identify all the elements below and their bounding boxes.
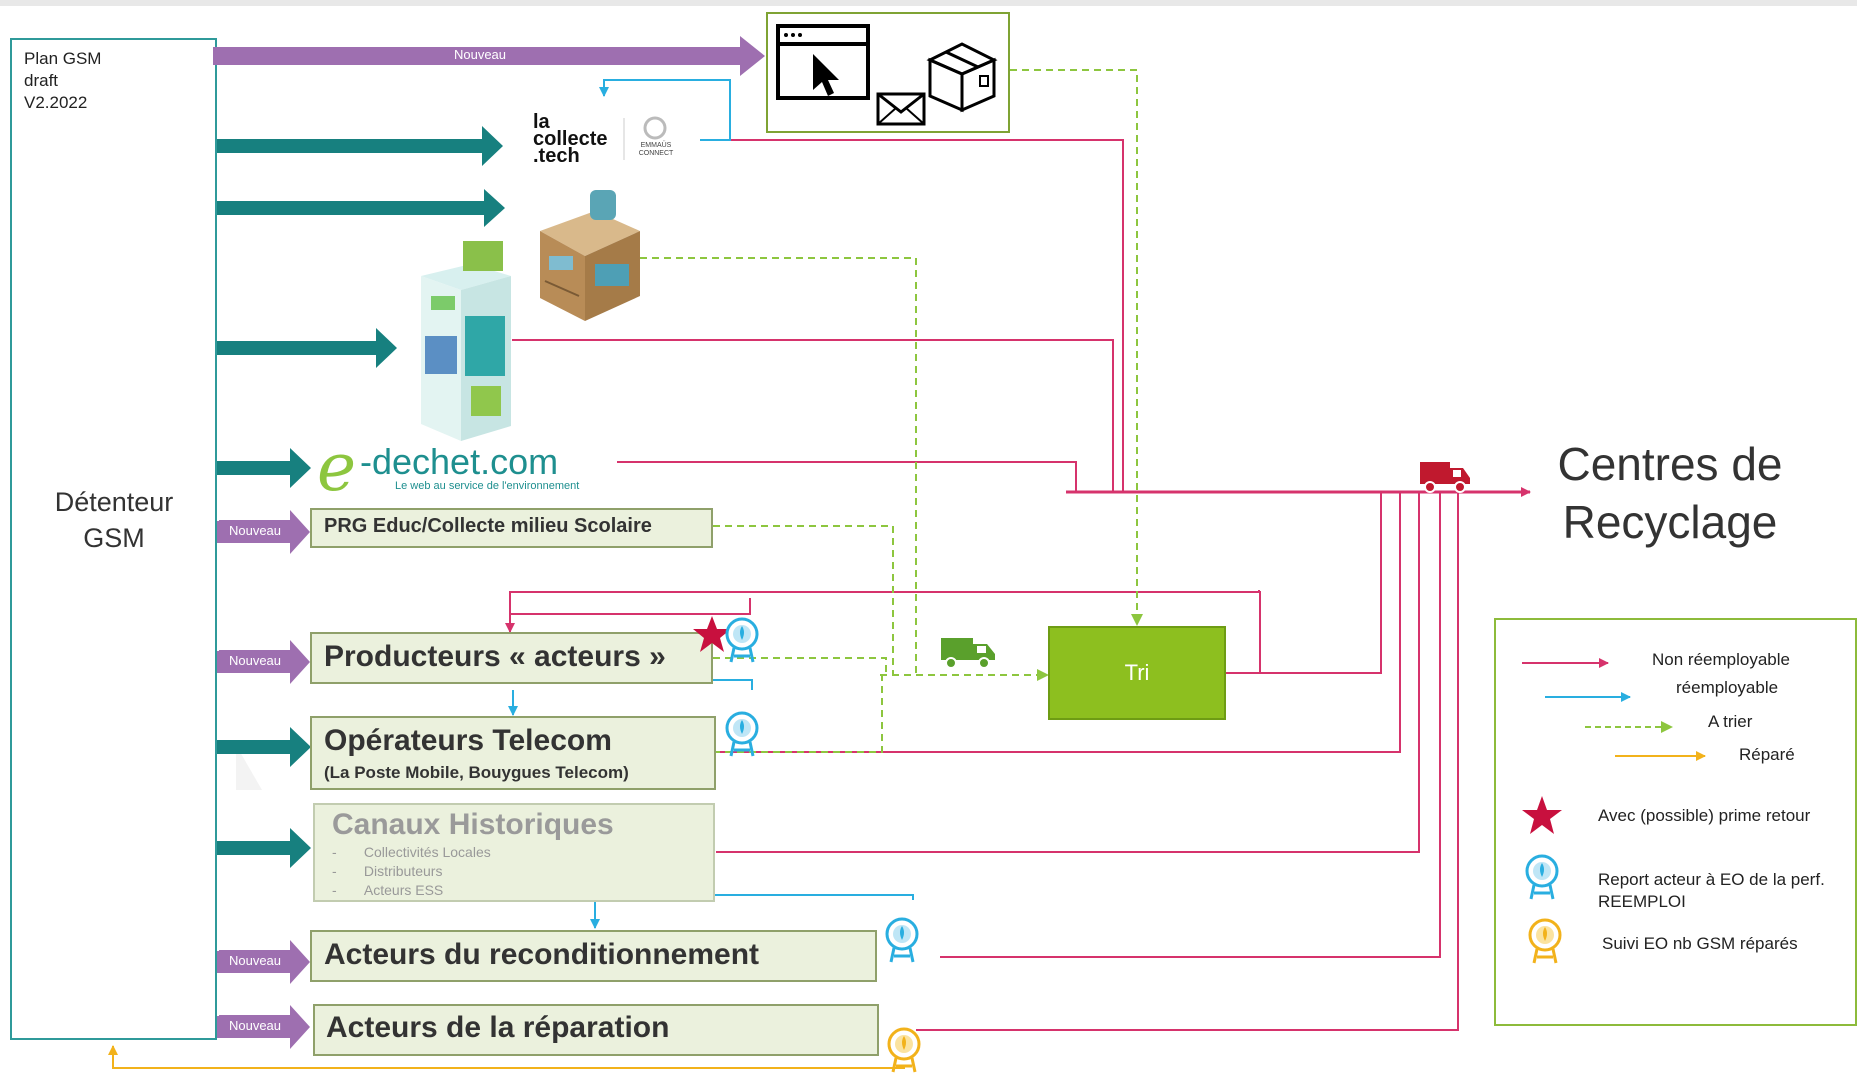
legend-non-reemployable: Non réemployable [1652,650,1790,669]
collecte-logo-l1: la [533,111,550,133]
eo-medal-icon [1528,918,1562,964]
collection-box-icon [540,190,640,321]
producteurs-label: Producteurs « acteurs » [324,640,666,673]
tag-new-prg: Nouveau [219,520,291,542]
collection-bin-icon [421,241,511,441]
legend-report-line1: Report acteur à EO de la perf. [1598,870,1825,889]
destination-line1: Centres de [1557,438,1783,490]
recond-label: Acteurs du reconditionnement [324,938,760,971]
reparation-box [313,1004,879,1056]
holder-line1: Détenteur [54,487,174,517]
tri-label: Tri [1124,660,1150,685]
cursor-window-icon [776,24,870,100]
canaux-box [313,803,715,902]
canaux-item-0-text: Collectivités Locales [363,844,491,860]
eo-medal-icon [725,617,759,663]
holder-panel [10,38,217,1040]
destination-line2: Recyclage [1562,496,1778,548]
canaux-item-0: - Collectivités Locales [332,844,491,860]
legend-a-trier: A trier [1708,712,1753,731]
tag-new-top: Nouveau [453,47,507,62]
reparation-label: Acteurs de la réparation [326,1011,670,1044]
eo-medal-icon [885,917,919,963]
legend-suivi: Suivi EO nb GSM réparés [1602,934,1798,953]
top-border [0,0,1857,6]
legend-prime: Avec (possible) prime retour [1598,806,1811,825]
edechet-logo-name: -dechet.com [360,441,559,482]
tag-new-producteurs: Nouveau [219,650,291,672]
recond-box [310,930,877,982]
envelope-icon [876,92,926,126]
watermark-shape [236,745,262,790]
holder-label: Détenteur GSM [34,484,194,556]
online-channel-icons [776,24,998,126]
non-reemployable-lines [505,139,1531,1031]
legend-reemployable: réemployable [1676,678,1779,697]
canaux-item-1-text: Distributeurs [363,863,443,879]
collecte-logo: la collecte .tech [533,111,608,167]
eo-medal-icon [725,711,759,757]
plan-note: Plan GSM draft V2.2022 [24,48,101,114]
plan-note-line2: draft [24,71,59,90]
operateurs-label: Opérateurs Telecom [324,724,612,757]
emmaus-logo-text: EMMAÜS CONNECT [638,142,674,157]
legend-repare: Réparé [1739,745,1795,764]
canaux-item-2-text: Acteurs ESS [363,882,444,898]
eo-medal-icon [1525,854,1559,900]
star-icon [693,616,731,652]
tag-new-recond: Nouveau [219,950,291,972]
truck-icon [1420,462,1470,493]
plan-note-line1: Plan GSM [24,49,102,68]
plan-note-line3: V2.2022 [24,93,88,112]
canaux-item-1: - Distributeurs [332,863,443,879]
eo-medal-icon [887,1027,921,1073]
truck-icon [941,638,995,669]
prg-box [310,508,713,548]
operateurs-sublabel: (La Poste Mobile, Bouygues Telecom) [324,763,629,782]
repare-lines [108,1045,905,1069]
edechet-logo-e: e [317,429,357,506]
tag-new-reparation: Nouveau [219,1015,291,1037]
reemployable-lines [508,79,914,929]
canaux-item-2: - Acteurs ESS [332,882,444,898]
holder-line2: GSM [83,523,145,553]
canaux-list: - Collectivités Locales - Distributeurs … [332,843,491,900]
star-icon [1522,796,1562,834]
edechet-logo-tagline: Le web au service de l'environnement [395,480,580,492]
emmaus-logo-icon [623,116,667,160]
operateurs-box [310,716,716,790]
package-icon [926,42,998,113]
producteurs-box [310,632,713,684]
canaux-label: Canaux Historiques [332,808,614,841]
tri-box [1048,626,1226,720]
legend-report: Report acteur à EO de la perf. REEMPLOI [1598,869,1825,913]
a-trier-lines [640,69,1143,753]
prg-label: PRG Educ/Collecte milieu Scolaire [324,515,652,537]
collecte-logo-l3: .tech [533,145,580,167]
destination-title: Centres de Recyclage [1540,435,1800,551]
collecte-logo-l2: collecte [533,128,608,150]
legend-report-line2: REEMPLOI [1598,892,1686,911]
